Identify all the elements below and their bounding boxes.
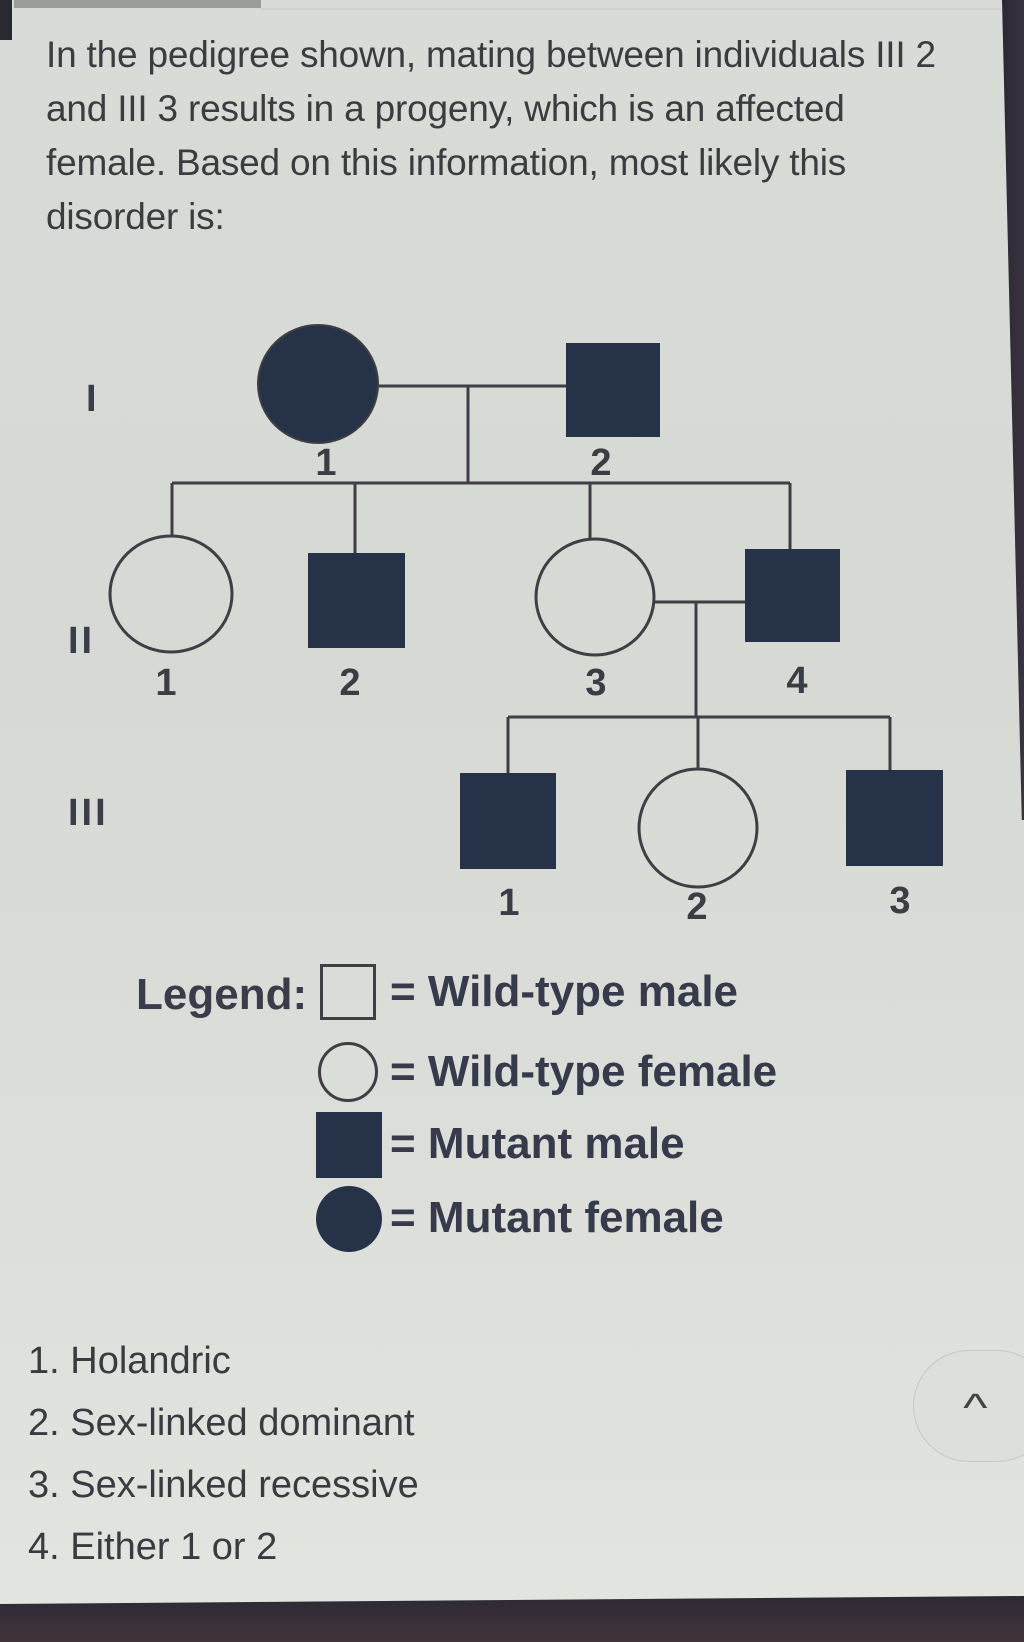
legend-title: Legend: bbox=[136, 970, 308, 1019]
individual-number-II-4: 4 bbox=[786, 660, 808, 702]
option-2-sex-linked-dominant[interactable]: 2. Sex-linked dominant bbox=[28, 1402, 415, 1444]
legend-label: = Mutant male bbox=[390, 1119, 685, 1168]
individual-number-I-1: 1 bbox=[315, 442, 337, 484]
individual-number-II-2: 2 bbox=[339, 662, 361, 704]
generation-label-I: I bbox=[86, 378, 100, 420]
individual-III-1-mutant-male bbox=[460, 773, 556, 869]
legend-item-mutant-female: = Mutant female bbox=[316, 1186, 724, 1252]
individual-III-3-mutant-male bbox=[846, 770, 943, 866]
pedigree-chart bbox=[108, 324, 943, 889]
individual-number-I-2: 2 bbox=[590, 442, 612, 484]
generation-label-III: III bbox=[68, 792, 109, 834]
legend-item-wildtype-female: = Wild-type female bbox=[316, 1040, 777, 1104]
device-bezel-bottom bbox=[0, 1596, 1024, 1642]
legend-item-mutant-male: = Mutant male bbox=[316, 1112, 685, 1178]
answer-options: 1. Holandric 2. Sex-linked dominant 3. S… bbox=[28, 1330, 419, 1578]
device-bezel-left bbox=[0, 0, 12, 40]
individual-II-3-wildtype-female bbox=[534, 537, 656, 657]
option-3-sex-linked-recessive[interactable]: 3. Sex-linked recessive bbox=[28, 1464, 419, 1506]
legend-label: = Wild-type male bbox=[390, 967, 739, 1016]
individual-number-III-2: 2 bbox=[686, 886, 708, 928]
option-4-either-1-or-2[interactable]: 4. Either 1 or 2 bbox=[28, 1526, 278, 1568]
open-circle-icon bbox=[316, 1040, 382, 1104]
individual-II-1-wildtype-female bbox=[108, 534, 234, 654]
scroll-to-top-button[interactable]: ^ bbox=[913, 1350, 1024, 1462]
filled-circle-icon bbox=[316, 1186, 382, 1252]
chevron-up-icon: ^ bbox=[963, 1386, 988, 1430]
individual-III-2-wildtype-female bbox=[637, 767, 759, 889]
individual-II-2-mutant-male bbox=[308, 553, 405, 648]
option-1-holandric[interactable]: 1. Holandric bbox=[28, 1340, 231, 1382]
filled-square-icon bbox=[316, 1112, 382, 1178]
question-text: In the pedigree shown, mating between in… bbox=[46, 34, 936, 237]
legend-label: = Mutant female bbox=[390, 1193, 724, 1242]
legend-label: = Wild-type female bbox=[390, 1047, 778, 1096]
individual-I-1-mutant-female bbox=[257, 324, 379, 444]
individual-number-II-1: 1 bbox=[155, 662, 177, 704]
individual-number-III-3: 3 bbox=[889, 880, 911, 922]
pedigree-lines bbox=[170, 384, 892, 773]
individual-I-2-mutant-male bbox=[566, 343, 660, 437]
individual-number-II-3: 3 bbox=[585, 662, 607, 704]
individual-II-4-mutant-male bbox=[745, 549, 840, 642]
open-square-icon bbox=[316, 960, 382, 1024]
top-divider bbox=[261, 8, 1001, 10]
generation-label-II: II bbox=[68, 620, 96, 662]
top-progress-strip bbox=[14, 0, 261, 8]
individual-number-III-1: 1 bbox=[498, 882, 520, 924]
legend-item-wildtype-male: = Wild-type male bbox=[316, 960, 738, 1024]
